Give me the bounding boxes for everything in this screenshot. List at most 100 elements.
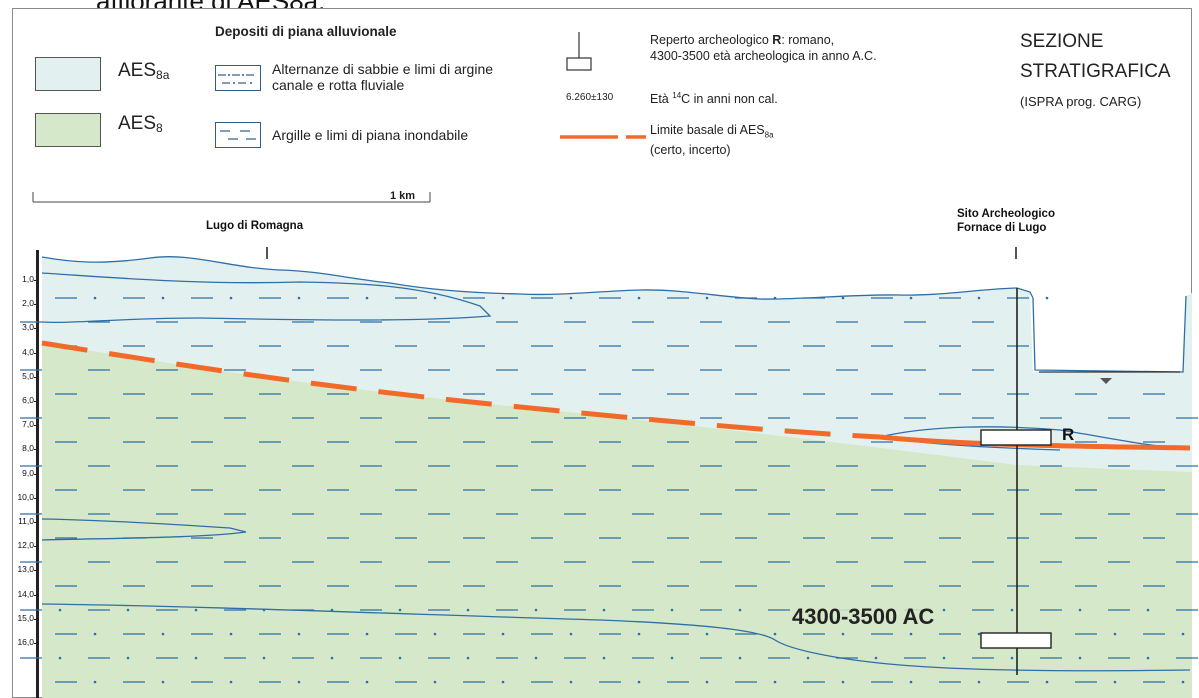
pattern-dot: [398, 608, 402, 612]
pattern-dot: [229, 632, 233, 636]
pattern-dot: [501, 632, 505, 636]
pattern-dot: [161, 680, 165, 684]
pattern-dot: [705, 680, 709, 684]
pattern-dot: [569, 680, 573, 684]
pattern-dot: [977, 632, 981, 636]
depth-tick-label: 6,0: [22, 395, 34, 405]
pattern-dot: [466, 656, 470, 660]
pattern-dot: [93, 680, 97, 684]
aes8a-label: AES8a: [118, 60, 170, 82]
pattern-dot: [841, 680, 845, 684]
pattern-dot: [501, 296, 505, 300]
site-label-lugo: Lugo di Romagna: [206, 220, 304, 232]
pattern-dot: [1045, 680, 1049, 684]
archaeological-find-icon: [566, 32, 592, 71]
pattern-dot: [909, 680, 913, 684]
channel-outline: [1032, 295, 1187, 373]
depth-tick-label: 14,0: [17, 588, 34, 599]
depth-tick-label: 3,0: [22, 322, 34, 333]
pattern-dot: [194, 656, 198, 660]
pattern-dot: [773, 680, 777, 684]
pattern-dot: [1146, 656, 1150, 660]
depth-tick-label: 9,0: [22, 467, 34, 478]
pattern-dot: [365, 296, 369, 300]
depth-tick-label: 7,0: [22, 419, 34, 430]
pattern-dot: [637, 296, 641, 300]
pattern-dot: [194, 608, 198, 612]
pattern-dot: [1181, 632, 1185, 636]
depth-tick-label: 5,0: [22, 370, 34, 381]
pattern-dot: [806, 656, 810, 660]
depth-tick-mark: [34, 497, 39, 499]
depth-tick-mark: [34, 570, 39, 572]
pattern-dot: [977, 296, 981, 300]
pattern-dot: [1113, 680, 1117, 684]
roman-find-marker: [980, 429, 1052, 446]
site-marker-fornace: [1015, 247, 1017, 259]
pattern-dot: [398, 656, 402, 660]
aes8a-swatch: [35, 57, 101, 91]
pattern-dot: [670, 608, 674, 612]
pattern-dot: [93, 632, 97, 636]
pattern-dot: [1010, 608, 1014, 612]
pattern-dot: [773, 632, 777, 636]
depth-tick-label: 8,0: [22, 443, 34, 454]
pattern-dot: [433, 296, 437, 300]
scale-bar: [32, 192, 431, 203]
pattern-dot: [977, 680, 981, 684]
depth-tick-label: 15,0: [17, 612, 34, 623]
basal-limit-dashed: [41, 340, 881, 440]
depth-tick-label: 4,0: [22, 346, 34, 357]
pattern-dot: [738, 608, 742, 612]
pattern-dot: [841, 296, 845, 300]
pattern-dot: [433, 632, 437, 636]
basal-limit-line-icon: [560, 135, 646, 139]
depth-tick-mark: [34, 401, 39, 402]
depth-tick-mark: [34, 473, 39, 475]
depth-tick-mark: [34, 546, 39, 548]
pattern-dot: [1113, 632, 1117, 636]
pattern-dot: [1078, 656, 1082, 660]
pattern-lines: [20, 296, 1198, 684]
pattern-dot: [841, 632, 845, 636]
pattern-sand-silt-swatch: [215, 65, 261, 91]
pattern-sand-silt-icon: [218, 74, 254, 84]
depth-tick-mark: [34, 280, 39, 281]
pattern-clay-silt-icon: [220, 130, 256, 140]
basal-limit-label: Limite basale di AES8a (certo, incerto): [650, 123, 774, 157]
pattern-dot: [773, 296, 777, 300]
legend-group-title: Depositi di piana alluvionale: [215, 24, 397, 39]
scale-label: 1 km: [390, 190, 416, 202]
depth-tick-mark: [34, 594, 39, 596]
pattern-dot: [637, 680, 641, 684]
pattern-dot: [330, 608, 334, 612]
pattern-dot: [58, 608, 62, 612]
pattern-dot: [909, 296, 913, 300]
pattern-dot: [1078, 608, 1082, 612]
depth-tick-mark: [34, 425, 39, 427]
pattern-dot: [365, 632, 369, 636]
depth-tick-label: 13,0: [17, 564, 34, 575]
pattern-dot: [942, 656, 946, 660]
pattern-dot: [93, 296, 97, 300]
depth-tick-mark: [34, 328, 39, 330]
site-marker-lugo: [266, 247, 268, 259]
depth-tick-mark: [34, 618, 39, 620]
pattern-dot: [738, 656, 742, 660]
pattern-dot: [1181, 680, 1185, 684]
depth-tick-label: 1,0: [22, 274, 34, 284]
pattern-dot: [534, 656, 538, 660]
pattern-dot: [161, 296, 165, 300]
depth-tick-mark: [34, 352, 39, 354]
pattern-dot: [569, 632, 573, 636]
section-title: SEZIONE STRATIGRAFICA (ISPRA prog. CARG): [1020, 31, 1171, 109]
aes8-label: AES8: [118, 113, 163, 135]
pattern-dot: [262, 656, 266, 660]
pattern-dot: [262, 608, 266, 612]
pattern-dot: [1146, 608, 1150, 612]
pattern-dot: [705, 296, 709, 300]
pattern-dot: [942, 608, 946, 612]
pattern-dot: [126, 656, 130, 660]
